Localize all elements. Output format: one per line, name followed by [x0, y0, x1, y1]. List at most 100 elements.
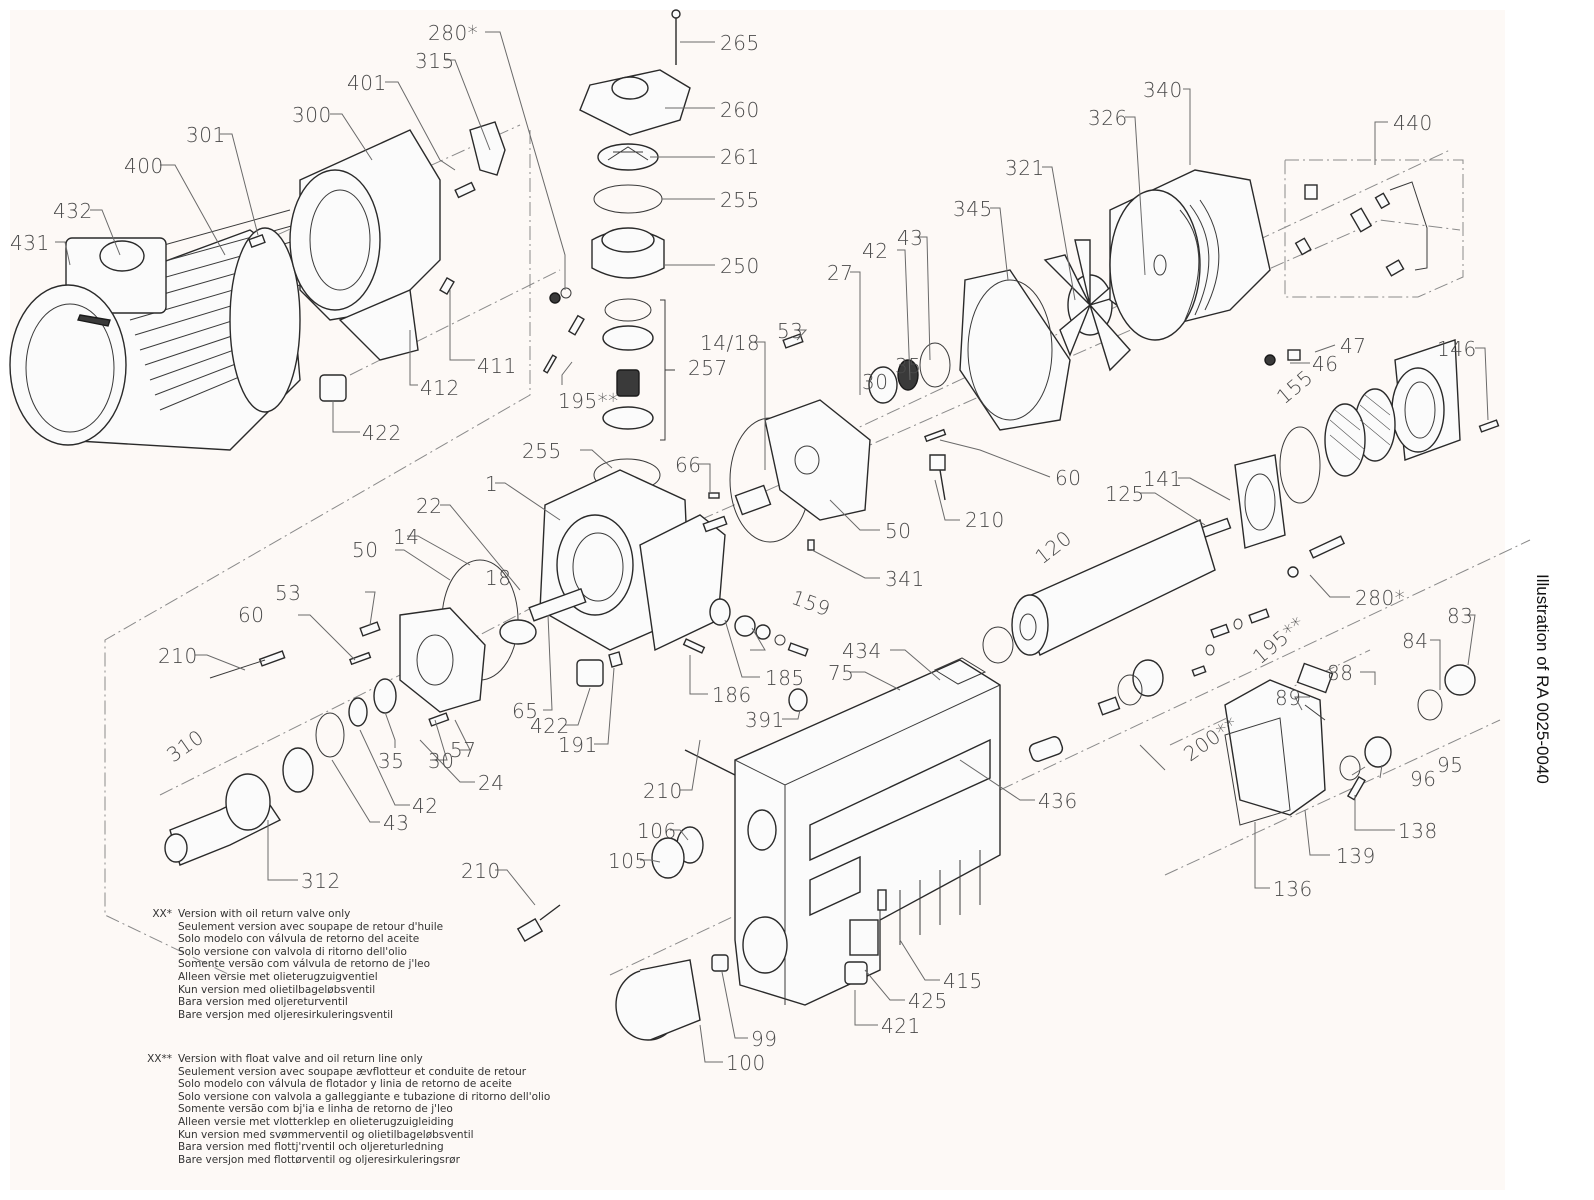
callout: 22 [416, 494, 442, 518]
motor-flange [248, 121, 506, 402]
callout: 191 [558, 733, 598, 757]
float-valve-assembly [1028, 608, 1270, 762]
footnote-lines: Version with float valve and oil return … [178, 1053, 550, 1166]
footnote-float-valve: XX** Version with float valve and oil re… [140, 1053, 580, 1173]
callout: 60 [1055, 466, 1081, 490]
callout: 391 [745, 708, 785, 732]
callout: 422 [362, 421, 402, 445]
footnote-mark: XX* [152, 908, 172, 920]
callout: 186 [712, 683, 752, 707]
footnote-line: Solo modelo con válvula de retorno del a… [178, 933, 420, 946]
callout: 75 [828, 661, 854, 685]
callout: 30 [862, 370, 888, 394]
callout: 43 [897, 226, 923, 250]
callout: 53 [777, 319, 803, 343]
callout: 46 [1312, 352, 1338, 376]
bearing-cover-left [164, 559, 537, 866]
footnote-line: Bare versjon med oljeresirkuleringsventi… [178, 1008, 394, 1021]
kit-440 [1264, 159, 1464, 366]
callout: 120 [1030, 526, 1076, 569]
pump-housing [528, 458, 809, 712]
callout: 310 [162, 725, 208, 767]
callout: 66 [675, 453, 701, 477]
callout: 255 [720, 188, 760, 212]
footnote-line: Solo modelo con válvula de flotador y li… [178, 1078, 512, 1091]
callout: 155 [1272, 365, 1318, 409]
callout: 106 [637, 819, 677, 843]
callout: 440 [1393, 111, 1433, 135]
footnote-line: Solo versione con valvola di ritorno del… [178, 945, 407, 958]
callout: 14/18 [700, 331, 760, 355]
oil-cover-assembly [1224, 662, 1476, 826]
callout: 84 [1402, 629, 1428, 653]
callout: 96 [1410, 767, 1436, 791]
callout: 50 [352, 538, 378, 562]
callout: 412 [420, 376, 460, 400]
oil-casing [516, 657, 1001, 1041]
mesh-disc [1324, 403, 1366, 477]
footnote-line: Version with float valve and oil return … [178, 1053, 423, 1065]
callout: 185 [765, 666, 805, 690]
callout: 210 [965, 508, 1005, 532]
callout: 42 [862, 239, 888, 263]
footnote-line: Bara version med oljereturventil [178, 996, 348, 1009]
callout: 315 [415, 49, 455, 73]
callout: 50 [885, 519, 911, 543]
callout: 422 [530, 714, 570, 738]
callout: 89 [1275, 686, 1301, 710]
coupling-insert [469, 121, 506, 176]
leader-lines [55, 31, 1489, 1063]
footnote-lines: Version with oil return valve only Seule… [178, 908, 443, 1021]
callout: 60 [238, 603, 264, 627]
callout: 210 [643, 779, 683, 803]
callout: 260 [720, 98, 760, 122]
footnote-line: Alleen versie met vlotterklep en olieter… [178, 1115, 454, 1128]
callout: 321 [1005, 156, 1045, 180]
callout: 35 [895, 354, 921, 378]
footnote-line: Somente versão com bj'ia e linha de reto… [178, 1103, 453, 1116]
callout: 53 [275, 581, 301, 605]
callout: 83 [1447, 604, 1473, 628]
bearing-cover-right [729, 333, 951, 551]
callout: 195** [558, 389, 619, 413]
callout: 42 [412, 794, 438, 818]
callout: 436 [1038, 789, 1078, 813]
callout: 255 [522, 439, 562, 463]
callout: 326 [1088, 106, 1128, 130]
footnote-oil-return-valve: XX* Version with oil return valve only S… [140, 908, 560, 1028]
terminal-box-cap [99, 240, 145, 272]
callout: 312 [301, 869, 341, 893]
callout: 340 [1143, 78, 1183, 102]
footnote-line: Seulement version avec soupape de retour… [178, 920, 444, 933]
callout: 24 [478, 771, 504, 795]
callout: 401 [347, 71, 387, 95]
motor-fan-cover [9, 284, 127, 446]
rubber-foot [319, 374, 347, 402]
footnote-line: Kun version med svømmerventil og olietil… [178, 1128, 474, 1141]
figure-caption: Illustration of RA 0025-0040 [1533, 574, 1552, 784]
footnote-mark: XX** [147, 1053, 172, 1065]
callout: 345 [953, 197, 993, 221]
callout: 280* [428, 21, 478, 45]
callout: 100 [726, 1051, 766, 1075]
callout: 400 [124, 154, 164, 178]
callout: 411 [477, 354, 517, 378]
callout: 341 [885, 567, 925, 591]
callout: 99 [751, 1027, 777, 1051]
callout: 280* [1355, 586, 1405, 610]
callout: 57 [450, 738, 476, 762]
callout: 95 [1437, 753, 1463, 777]
callout: 301 [186, 123, 226, 147]
callout: 257 [688, 356, 728, 380]
callout: 30 [428, 749, 454, 773]
inlet-stack [542, 9, 691, 441]
callout: 434 [842, 639, 882, 663]
callout: 138 [1398, 819, 1438, 843]
callout: 300 [292, 103, 332, 127]
callout: 146 [1437, 337, 1477, 361]
fan-guard-345 [959, 269, 1071, 431]
footnote-line: Seulement version avec soupape ævflotteu… [178, 1065, 527, 1078]
callout: 210 [158, 644, 198, 668]
callout: 141 [1143, 467, 1183, 491]
